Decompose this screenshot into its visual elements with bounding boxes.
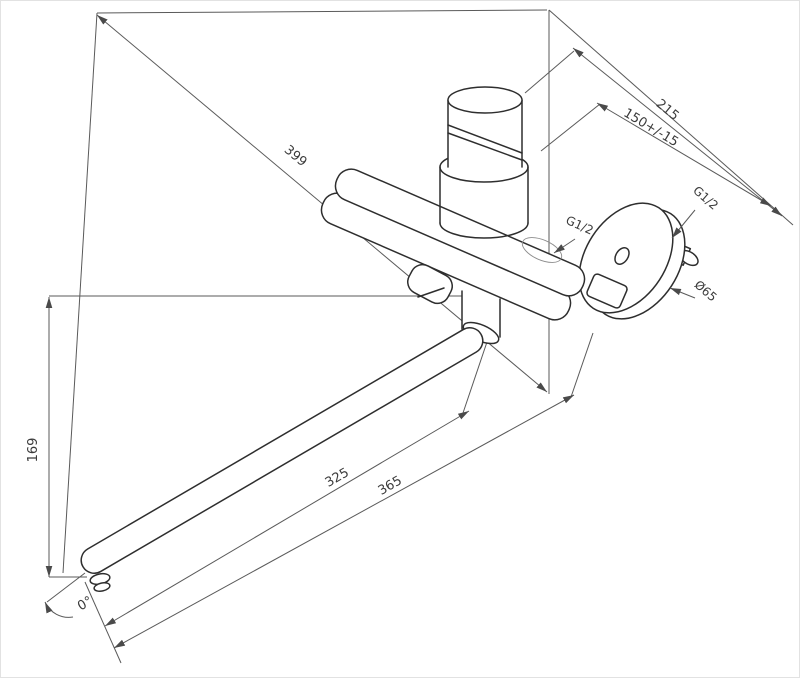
label-height-drop: 169 (26, 438, 41, 463)
extension-line-150 (540, 103, 601, 152)
label-swivel-angle: 0° (75, 594, 95, 614)
label-wall-thread: G1/2 (690, 183, 721, 212)
body-top-face (334, 168, 586, 297)
extension-lines (46, 9, 794, 664)
extension-line-top (96, 9, 548, 14)
swivel-angle-arc (44, 601, 74, 618)
faucet (80, 86, 699, 593)
label-spout-length: 325 (323, 465, 352, 490)
top-outlet-hole (521, 237, 563, 263)
aerator (89, 572, 111, 593)
extension-line-tip (84, 581, 122, 664)
handle-seam-2 (447, 132, 523, 161)
swivel-reference-line (46, 572, 86, 603)
flange-center-hole (614, 247, 630, 265)
label-spout-overall: 365 (376, 473, 405, 498)
dimension-lines (44, 14, 783, 649)
wall-flange (578, 202, 686, 320)
leader-wall-thread (671, 209, 696, 239)
handle-seam-1 (447, 124, 523, 154)
dimension-line-365 (113, 394, 575, 649)
label-outlet-thread: G1/2 (564, 213, 596, 237)
leader-lines (553, 209, 696, 299)
leader-outlet-thread (553, 238, 576, 254)
handle-top-cap (447, 86, 523, 114)
label-depth: 215 (653, 97, 682, 124)
extension-line-365-right (570, 332, 594, 398)
mixer-body (320, 168, 586, 321)
label-flange-diameter: Ø65 (692, 278, 720, 305)
wall-connector-nut (586, 273, 628, 309)
dimension-line-215 (572, 47, 783, 217)
swivel-spout (80, 327, 484, 574)
label-overall-length: 399 (281, 143, 310, 170)
dimension-line-150 (596, 102, 772, 207)
lever-handle (447, 86, 523, 168)
leader-flange-diameter (669, 287, 696, 299)
extension-line-left (62, 12, 98, 574)
diverter-knob (407, 263, 453, 305)
